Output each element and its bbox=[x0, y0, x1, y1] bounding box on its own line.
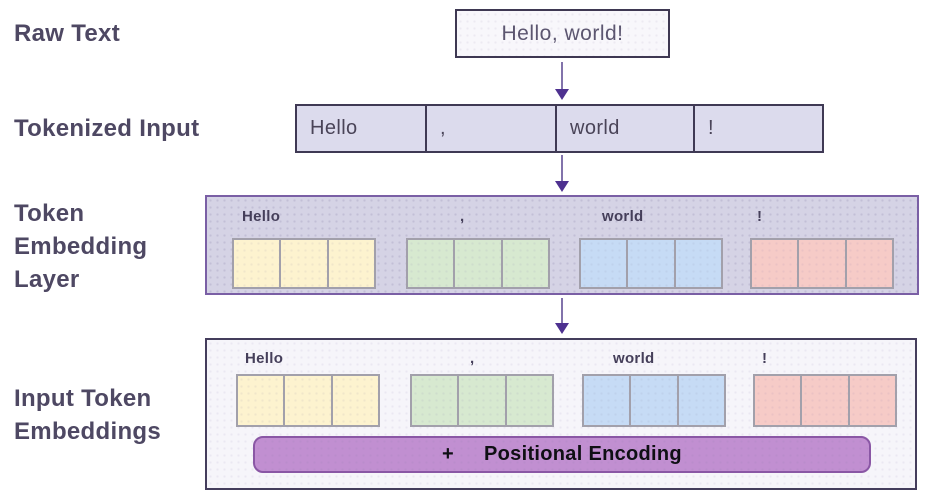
arrow-down-icon bbox=[555, 155, 569, 192]
label-token-embedding-layer: Token Embedding Layer bbox=[14, 200, 148, 293]
embedding-token-label: ! bbox=[762, 350, 768, 367]
embedding-vector-comma bbox=[406, 238, 550, 289]
embedding-token-label: , bbox=[470, 350, 475, 367]
embedding-vector-comma bbox=[410, 374, 554, 427]
plus-icon: + bbox=[442, 443, 455, 465]
positional-encoding-label: Positional Encoding bbox=[484, 443, 682, 465]
embedding-token-label: ! bbox=[757, 208, 763, 225]
arrow-head bbox=[555, 323, 569, 334]
token-cell: world bbox=[557, 106, 695, 151]
token-cell: , bbox=[427, 106, 557, 151]
embedding-cell bbox=[412, 376, 460, 425]
embedding-token-label: world bbox=[602, 208, 644, 225]
embedding-cell bbox=[846, 240, 892, 287]
embedding-cell bbox=[328, 240, 374, 287]
embedding-vector-hello bbox=[236, 374, 380, 427]
embedding-vector-exclaim bbox=[750, 238, 894, 289]
embedding-cell bbox=[802, 376, 850, 425]
arrow-stem bbox=[561, 62, 563, 89]
embedding-token-label: Hello bbox=[245, 350, 284, 367]
embedding-cell bbox=[408, 240, 456, 287]
raw-text-box: Hello, world! bbox=[455, 9, 670, 58]
embedding-vector-world bbox=[582, 374, 726, 427]
arrow-down-icon bbox=[555, 62, 569, 100]
positional-encoding-bar: + Positional Encoding bbox=[253, 436, 871, 473]
token-embedding-layer-box: Hello , world ! bbox=[205, 195, 919, 295]
embedding-cell bbox=[234, 240, 282, 287]
arrow-head bbox=[555, 89, 569, 100]
raw-text-value: Hello, world! bbox=[501, 21, 624, 45]
label-tokenized-input: Tokenized Input bbox=[14, 115, 200, 142]
embedding-cell bbox=[455, 240, 503, 287]
arrow-stem bbox=[561, 298, 563, 323]
embedding-cell bbox=[755, 376, 803, 425]
embedding-cell bbox=[678, 376, 724, 425]
embedding-vector-hello bbox=[232, 238, 376, 289]
embedding-token-label: Hello bbox=[242, 208, 281, 225]
embedding-cell bbox=[581, 240, 629, 287]
embedding-cell bbox=[238, 376, 286, 425]
embedding-cell bbox=[459, 376, 507, 425]
embedding-cell bbox=[628, 240, 676, 287]
embedding-cell bbox=[506, 376, 552, 425]
token-cell: ! bbox=[708, 117, 714, 139]
token-cell: Hello bbox=[297, 106, 427, 151]
embedding-cell bbox=[281, 240, 329, 287]
embedding-cell bbox=[752, 240, 800, 287]
label-input-token-embeddings: Input Token Embeddings bbox=[14, 385, 162, 445]
embedding-vector-exclaim bbox=[753, 374, 897, 427]
embedding-cell bbox=[675, 240, 721, 287]
embedding-cell bbox=[799, 240, 847, 287]
embedding-cell bbox=[502, 240, 548, 287]
tokenized-input-row: Hello , world ! bbox=[295, 104, 824, 153]
arrow-down-icon bbox=[555, 298, 569, 334]
embedding-token-label: world bbox=[613, 350, 655, 367]
embedding-cell bbox=[849, 376, 895, 425]
input-token-embeddings-box: Hello , world ! bbox=[205, 338, 917, 490]
embedding-cell bbox=[285, 376, 333, 425]
embedding-token-label: , bbox=[460, 208, 465, 225]
label-raw-text: Raw Text bbox=[14, 20, 120, 47]
arrow-stem bbox=[561, 155, 563, 181]
embedding-cell bbox=[631, 376, 679, 425]
embedding-cell bbox=[332, 376, 378, 425]
embedding-cell bbox=[584, 376, 632, 425]
arrow-head bbox=[555, 181, 569, 192]
embedding-vector-world bbox=[579, 238, 723, 289]
